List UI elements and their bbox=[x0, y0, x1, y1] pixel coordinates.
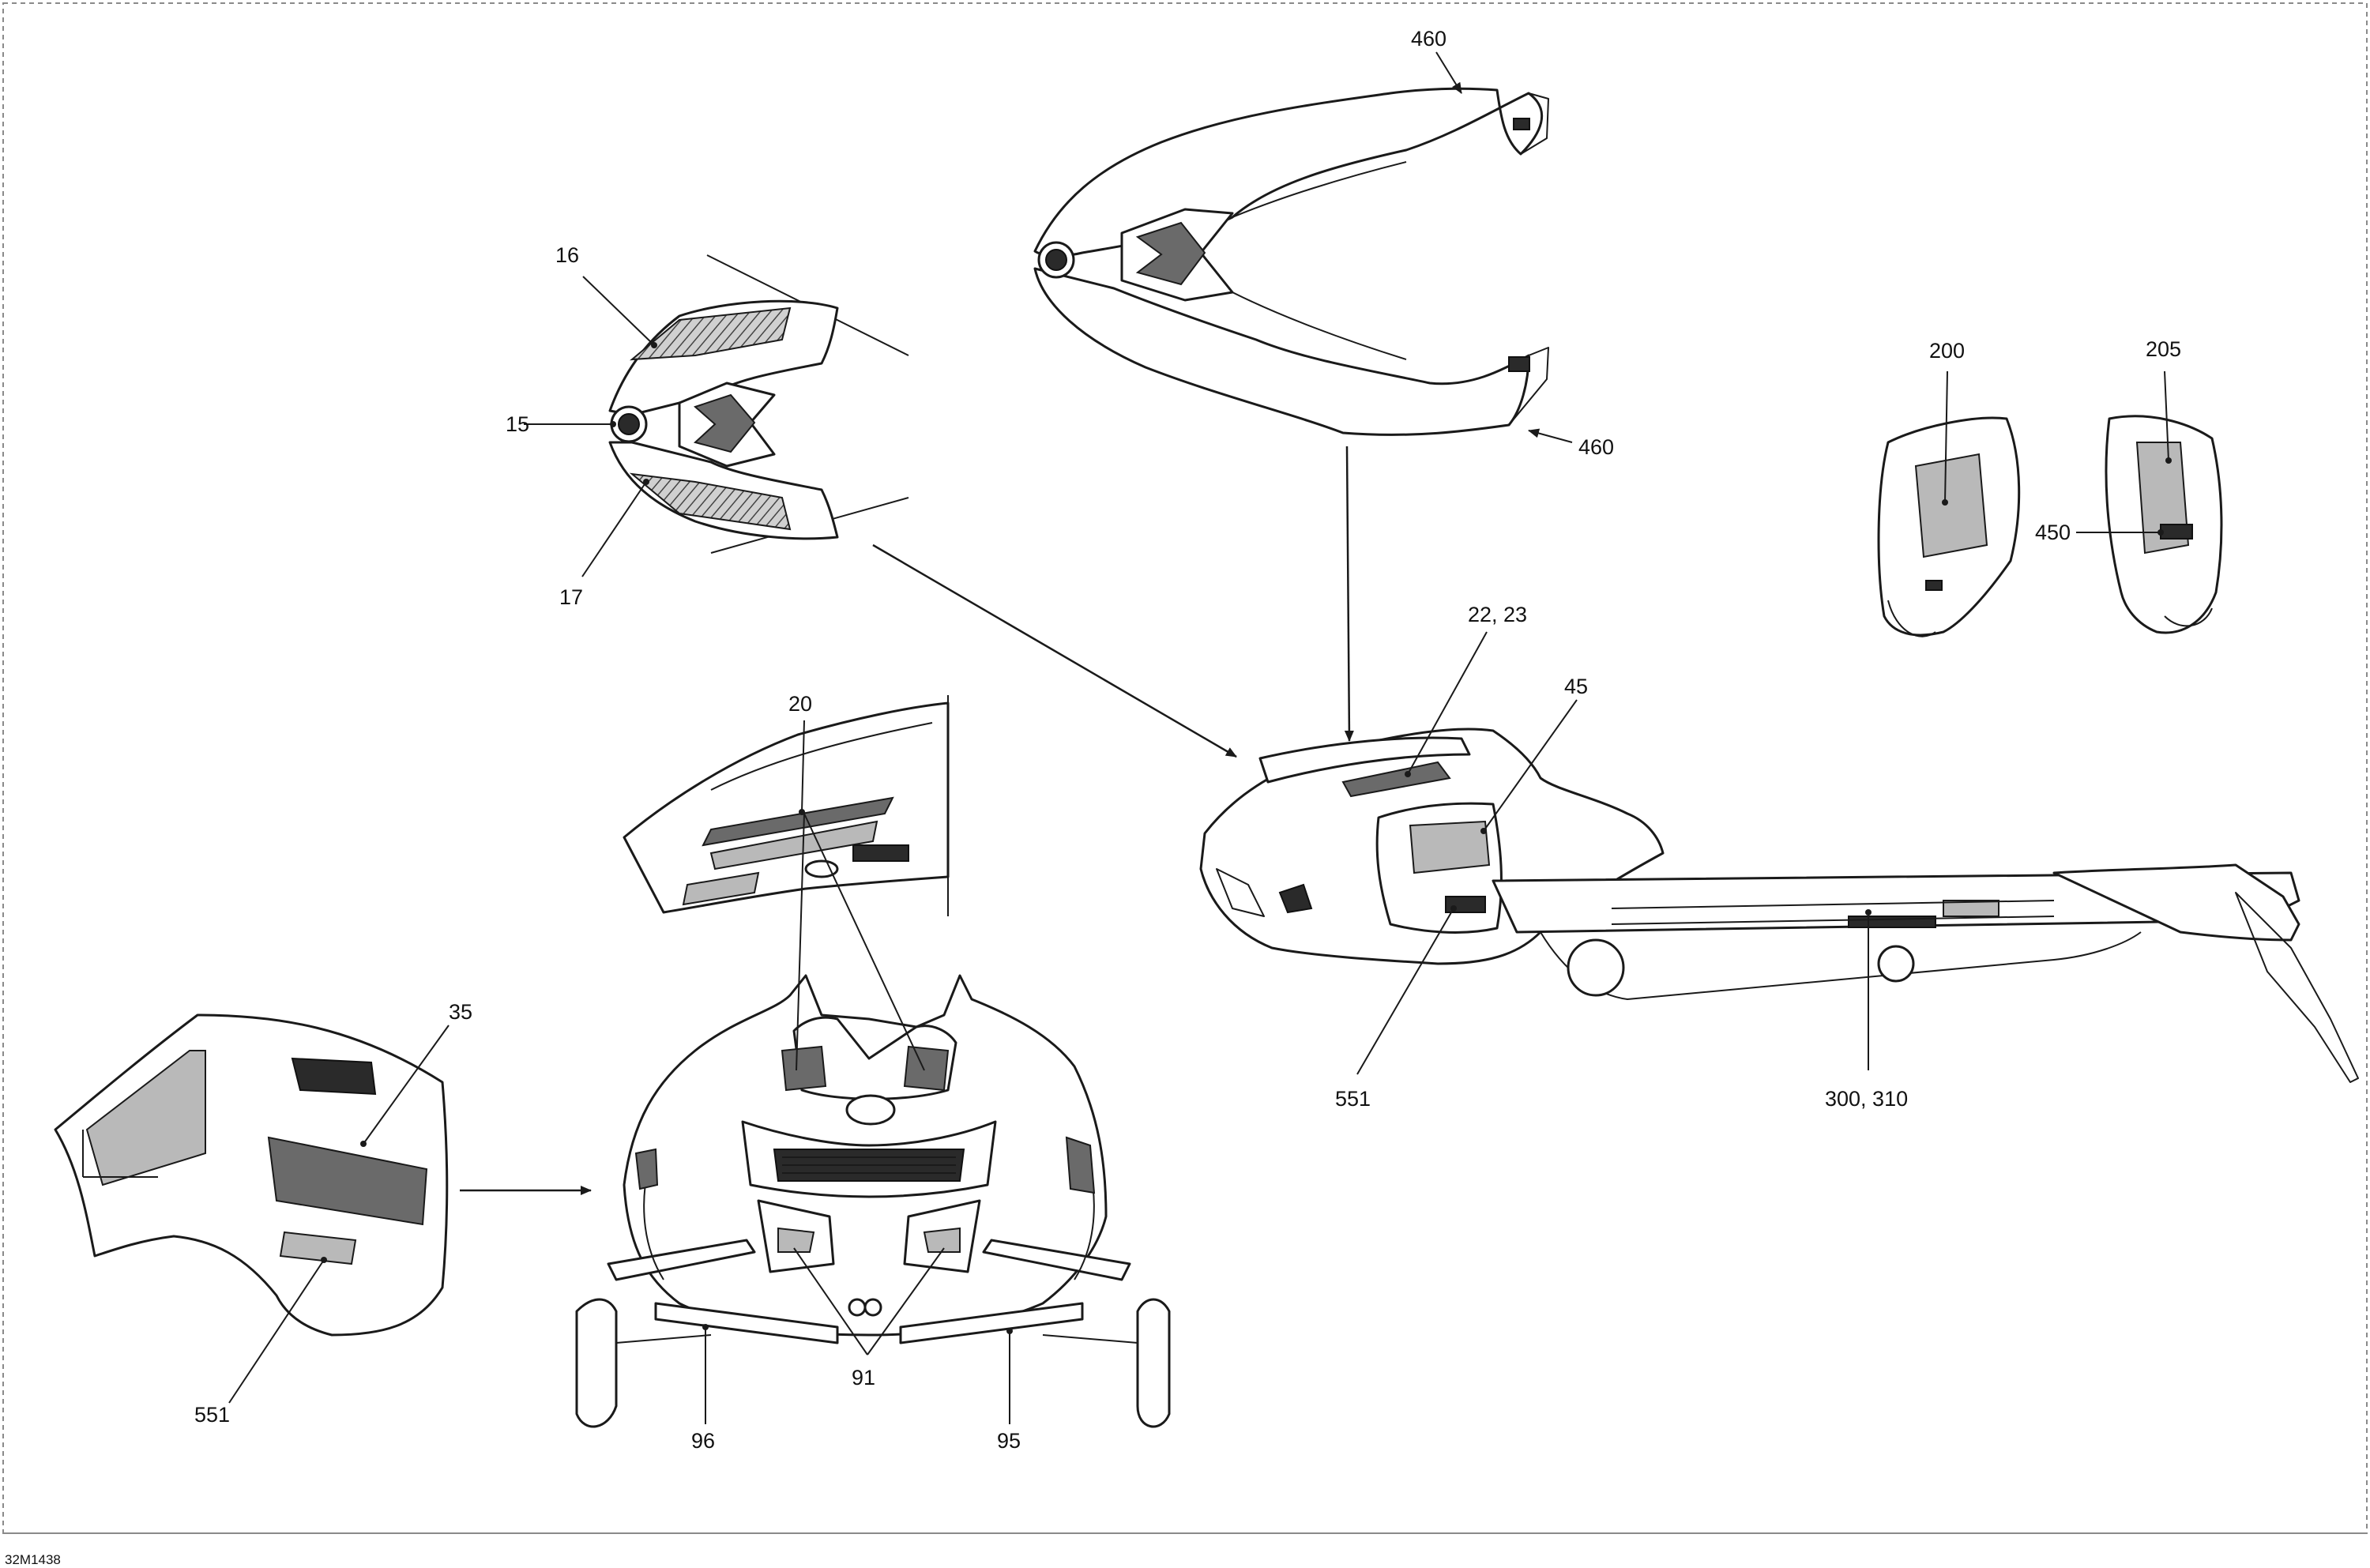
callout-460-bottom: 460 bbox=[1578, 435, 1614, 459]
callout-551-left: 551 bbox=[194, 1403, 230, 1427]
callout-551-side: 551 bbox=[1335, 1087, 1371, 1111]
side-panel-right-icon bbox=[2105, 415, 2223, 634]
hood-detail-view-icon bbox=[608, 254, 909, 554]
callout-35: 35 bbox=[449, 1000, 472, 1024]
callout-45: 45 bbox=[1564, 675, 1588, 698]
callout-15: 15 bbox=[506, 412, 529, 436]
side-panel-detail-icon bbox=[54, 1013, 449, 1337]
callout-17: 17 bbox=[559, 585, 583, 609]
callout-300-310: 300, 310 bbox=[1825, 1087, 1908, 1111]
callout-460-top: 460 bbox=[1411, 27, 1446, 51]
callout-20: 20 bbox=[788, 692, 812, 716]
windshield-decal-detail-icon bbox=[623, 695, 950, 916]
callout-96: 96 bbox=[691, 1429, 715, 1453]
vehicle-front-view-icon bbox=[575, 974, 1171, 1428]
callout-16: 16 bbox=[555, 243, 579, 267]
arrow-hood-to-side bbox=[1344, 446, 1354, 742]
callout-22-23: 22, 23 bbox=[1468, 603, 1527, 626]
vehicle-side-view-icon bbox=[1199, 728, 2359, 1083]
callout-91: 91 bbox=[852, 1366, 875, 1389]
leader-lines bbox=[228, 51, 2172, 1424]
drawing-code: 32M1438 bbox=[5, 1552, 61, 1567]
callout-450: 450 bbox=[2035, 521, 2071, 544]
callout-205: 205 bbox=[2146, 337, 2181, 361]
side-panel-left-icon bbox=[1877, 416, 2021, 637]
callout-95: 95 bbox=[997, 1429, 1021, 1453]
callout-200: 200 bbox=[1929, 339, 1965, 363]
hood-top-view-icon bbox=[1033, 87, 1549, 436]
arrow-hood-detail-to-side bbox=[872, 543, 1237, 758]
